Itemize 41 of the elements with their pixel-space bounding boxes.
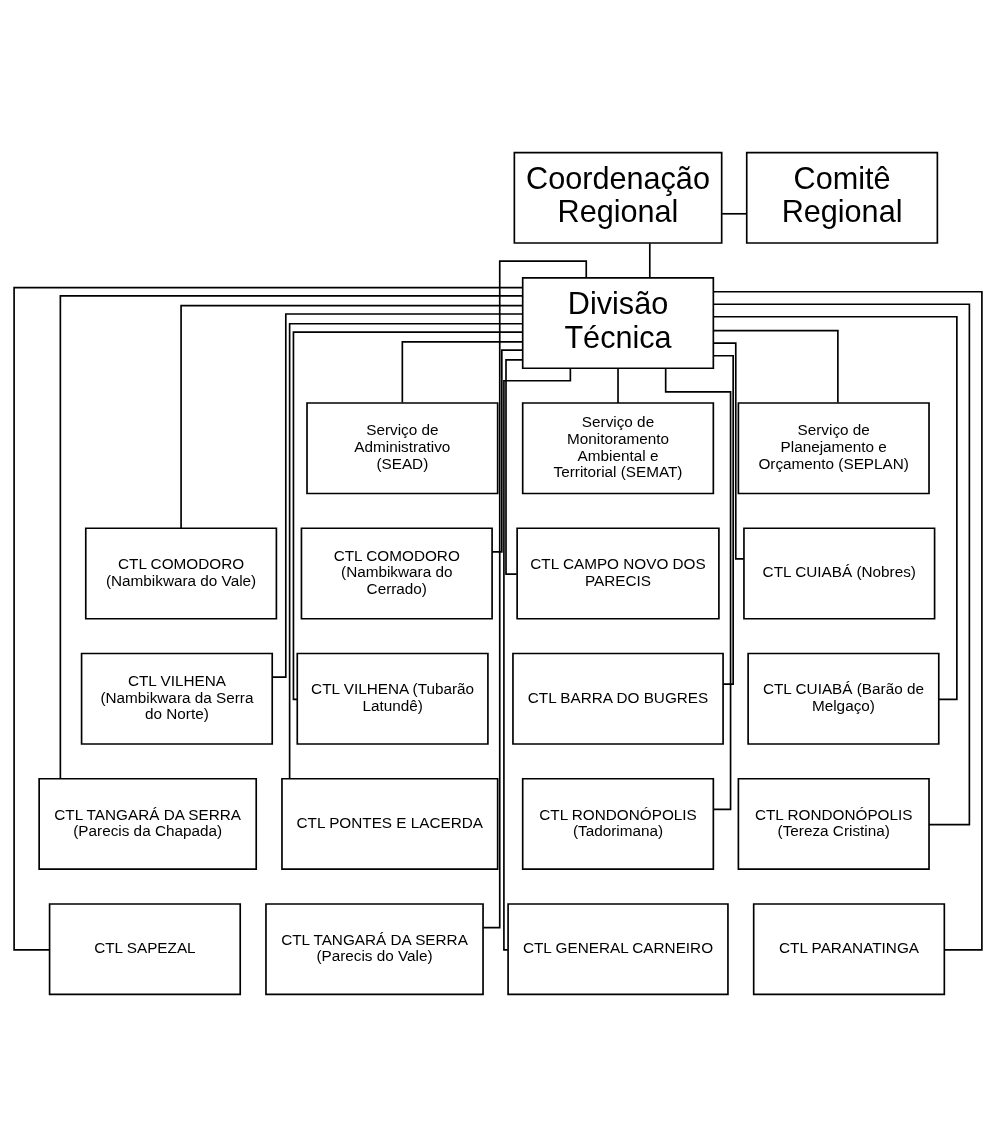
node-box: CTL COMODORO (Nambikwara do Vale) — [84, 527, 278, 620]
node-box: CTL PONTES E LACERDA — [281, 777, 499, 871]
node-box: CTL VILHENA (Tubarão Latundê) — [296, 652, 489, 745]
node-box: CTL VILHENA (Nambikwara da Serra do Norte) — [80, 652, 274, 745]
connector — [721, 212, 747, 215]
node-box: CTL TANGARÁ DA SERRA (Parecis do Vale) — [265, 903, 484, 996]
node-box: CTL TANGARÁ DA SERRA (Parecis da Chapada) — [38, 777, 258, 871]
connector — [59, 295, 523, 780]
node-box: Coordenação Regional — [513, 151, 723, 244]
connector — [180, 304, 524, 529]
node-box: CTL CAMPO NOVO DOS PARECIS — [516, 527, 720, 620]
connector — [712, 329, 839, 404]
connector — [271, 313, 524, 678]
node-box: CTL BARRA DO BUGRES — [512, 652, 724, 745]
node-box: Serviço de Administrativo (SEAD) — [306, 402, 499, 495]
connector — [503, 367, 572, 951]
node-box: CTL SAPEZAL — [48, 903, 242, 996]
connector — [617, 367, 619, 404]
node-box: Comitê Regional — [745, 151, 939, 244]
connector — [712, 354, 734, 685]
node-box: Divisão Técnica — [521, 276, 715, 370]
node-box: CTL CUIABÁ (Nobres) — [743, 527, 936, 620]
connector — [505, 359, 524, 576]
connector — [648, 242, 651, 279]
connector — [288, 322, 524, 780]
connector — [491, 349, 524, 553]
node-box: CTL COMODORO (Nambikwara do Cerrado) — [300, 527, 493, 620]
connector — [401, 340, 523, 404]
node-box: CTL RONDONÓPOLIS (Tereza Cristina) — [737, 777, 930, 871]
node-box: CTL RONDONÓPOLIS (Tadorimana) — [521, 777, 715, 871]
connector — [482, 260, 588, 929]
node-box: CTL GENERAL CARNEIRO — [507, 903, 729, 996]
connector — [712, 342, 745, 560]
node-box: CTL PARANATINGA — [752, 903, 946, 996]
node-box: Serviço de Planejamento e Orçamento (SEPLAN) — [737, 402, 930, 495]
connector — [13, 286, 524, 951]
connector — [712, 290, 983, 951]
node-box: Serviço de Monitoramento Ambiental e Territorial (SEMAT) — [521, 402, 715, 495]
node-box: CTL CUIABÁ (Barão de Melgaço) — [747, 652, 940, 745]
connector — [292, 331, 524, 701]
connector — [712, 303, 971, 826]
